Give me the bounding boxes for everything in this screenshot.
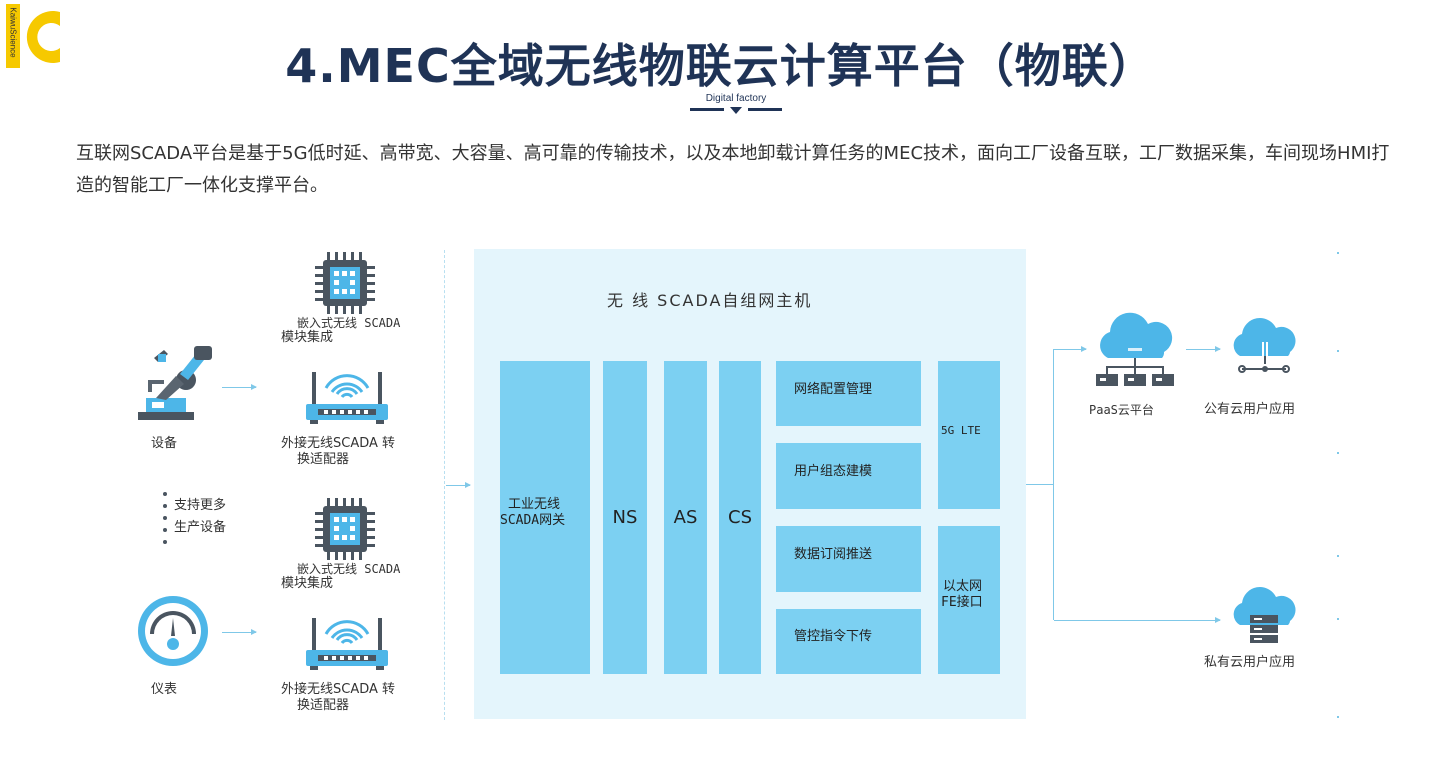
more-devices-line2: 生产设备 <box>174 520 227 535</box>
ethernet-block: 以太网 FE接口 <box>938 526 1000 674</box>
tag-line-left <box>690 108 724 111</box>
edge-tick <box>1337 452 1339 454</box>
public-cloud-arrow <box>1186 346 1221 352</box>
meter-arrow <box>222 629 257 635</box>
robot-arm-icon <box>138 346 212 420</box>
private-cloud-icon <box>1233 587 1296 643</box>
function-block: 数据订阅推送 <box>776 526 921 592</box>
gateway-line1: 工业无线 <box>508 497 561 512</box>
equipment-arrow <box>222 384 257 390</box>
external-1-line1: 外接无线SCADA 转 <box>281 436 396 451</box>
external-1-line2: 换适配器 <box>297 452 350 467</box>
ethernet-line2: FE接口 <box>941 595 983 610</box>
external-2-line1: 外接无线SCADA 转 <box>281 682 396 697</box>
connector-horizontal <box>1026 484 1054 485</box>
digital-factory-tag: Digital factory <box>690 93 782 117</box>
logo-mark-icon <box>26 11 60 64</box>
embedded-2-line2: 模块集成 <box>281 576 334 591</box>
logo-bar: KaiwuScience <box>6 4 20 68</box>
page-title: 4.MEC全域无线物联云计算平台（物联） <box>285 39 1156 93</box>
edge-tick <box>1337 555 1339 557</box>
public-cloud-label: 公有云用户应用 <box>1204 402 1296 417</box>
company-logo: KaiwuScience <box>6 4 64 68</box>
meter-label: 仪表 <box>151 682 178 697</box>
paas-cloud-icon <box>1096 312 1174 386</box>
ethernet-line1: 以太网 <box>943 579 983 594</box>
external-2-line2: 换适配器 <box>297 698 350 713</box>
function-block: 用户组态建模 <box>776 443 921 509</box>
lte-label: 5G LTE <box>941 424 981 437</box>
edge-tick <box>1337 716 1339 718</box>
edge-tick <box>1337 252 1339 254</box>
cs-block: CS <box>719 361 761 674</box>
chip-icon <box>315 252 375 314</box>
tag-pointer-icon <box>730 107 742 114</box>
paas-label: PaaS云平台 <box>1089 403 1154 417</box>
embedded-1-line1: 嵌入式无线 SCADA <box>297 316 401 330</box>
private-cloud-arrow <box>1054 617 1221 623</box>
host-input-arrow <box>446 482 471 488</box>
tag-line-right <box>748 108 782 111</box>
gauge-meter-icon <box>138 596 208 666</box>
as-block: AS <box>664 361 707 674</box>
connector-vertical <box>1053 349 1054 620</box>
function-label: 数据订阅推送 <box>794 547 873 562</box>
edge-tick <box>1337 618 1339 620</box>
private-cloud-label: 私有云用户应用 <box>1204 655 1296 670</box>
public-cloud-icon <box>1233 318 1296 373</box>
chip-icon <box>315 498 375 560</box>
function-label: 用户组态建模 <box>794 464 873 479</box>
embedded-2-line1: 嵌入式无线 SCADA <box>297 562 401 576</box>
more-devices-line1: 支持更多 <box>174 498 227 513</box>
paas-arrow <box>1054 346 1087 352</box>
function-block: 网络配置管理 <box>776 361 921 426</box>
function-block: 管控指令下传 <box>776 609 921 674</box>
equipment-label: 设备 <box>151 436 178 451</box>
separator-dashed-line <box>444 250 445 720</box>
gateway-line2: SCADA网关 <box>500 513 566 528</box>
ns-block: NS <box>603 361 647 674</box>
host-title: 无 线 SCADA自组网主机 <box>607 291 813 310</box>
embedded-1-line2: 模块集成 <box>281 330 334 345</box>
tag-text: Digital factory <box>705 93 767 104</box>
lte-block: 5G LTE <box>938 361 1000 509</box>
function-label: 管控指令下传 <box>794 629 873 644</box>
gateway-block: 工业无线 SCADA网关 <box>500 361 590 674</box>
intro-paragraph: 互联网SCADA平台是基于5G低时延、高带宽、大容量、高可靠的传输技术，以及本地… <box>76 143 1390 196</box>
wireless-router-icon <box>306 618 388 670</box>
more-dots-icon <box>163 492 167 544</box>
function-label: 网络配置管理 <box>794 382 873 397</box>
edge-tick <box>1337 350 1339 352</box>
wireless-router-icon <box>306 372 388 424</box>
